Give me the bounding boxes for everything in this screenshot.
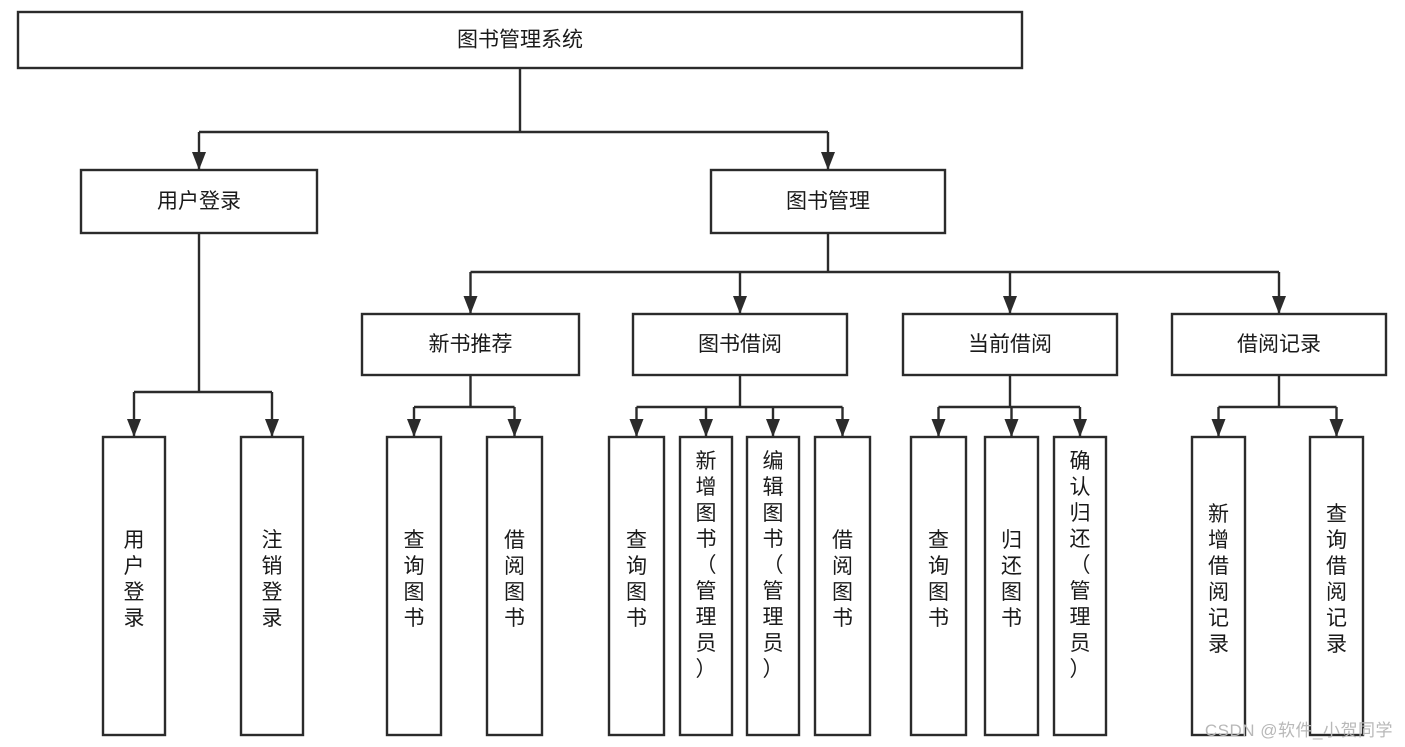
node-label: 查询图书 — [928, 529, 949, 630]
node-leaf-logout-login[interactable]: 注销登录 — [239, 435, 305, 737]
edge-group-current-borrow — [931, 375, 1087, 437]
node-label: 借阅图书 — [832, 529, 853, 630]
node-leaf-borrow-book-rec[interactable]: 借阅图书 — [485, 435, 544, 737]
arrow-head-icon — [1211, 419, 1226, 437]
arrow-head-icon — [192, 152, 206, 170]
node-leaf-query-book-rec[interactable]: 查询图书 — [385, 435, 443, 737]
nodes-layer: 图书管理系统用户登录图书管理新书推荐图书借阅当前借阅借阅记录用户登录注销登录查询… — [16, 10, 1388, 737]
node-label: 新增图书（管理员） — [696, 450, 717, 681]
edge-group-user-login — [127, 233, 279, 437]
edge-group-root — [192, 68, 835, 170]
node-box[interactable] — [983, 435, 1040, 737]
node-leaf-user-login[interactable]: 用户登录 — [101, 435, 167, 737]
node-box[interactable] — [239, 435, 305, 737]
node-label: 查询图书 — [404, 529, 425, 630]
node-box[interactable] — [745, 435, 801, 737]
node-new-book-rec[interactable]: 新书推荐 — [360, 312, 581, 377]
node-label: 借阅记录 — [1237, 333, 1321, 356]
node-box[interactable] — [1170, 312, 1388, 377]
connectors-layer — [127, 68, 1344, 437]
node-box[interactable] — [16, 10, 1024, 70]
node-user-login[interactable]: 用户登录 — [79, 168, 319, 235]
arrow-head-icon — [463, 296, 478, 314]
node-box[interactable] — [1190, 435, 1247, 737]
arrow-head-icon — [407, 419, 421, 437]
edge-group-book-manage — [463, 233, 1286, 314]
node-label: 查询图书 — [626, 529, 647, 630]
node-leaf-query-book-borrow[interactable]: 查询图书 — [607, 435, 666, 737]
node-book-manage[interactable]: 图书管理 — [709, 168, 947, 235]
node-leaf-query-borrow-record[interactable]: 查询借阅记录 — [1308, 435, 1365, 737]
node-leaf-add-borrow-record[interactable]: 新增借阅记录 — [1190, 435, 1247, 737]
node-leaf-edit-book-admin[interactable]: 编辑图书（管理员） — [745, 435, 801, 737]
node-label: 查询借阅记录 — [1326, 503, 1347, 656]
node-leaf-confirm-return-admin[interactable]: 确认归还（管理员） — [1052, 435, 1108, 737]
arrow-head-icon — [1003, 296, 1017, 314]
node-box[interactable] — [631, 312, 849, 377]
node-label: 新增借阅记录 — [1208, 503, 1229, 656]
node-box[interactable] — [678, 435, 734, 737]
arrow-head-icon — [1004, 419, 1019, 437]
node-box[interactable] — [909, 435, 968, 737]
node-label: 用户登录 — [157, 190, 241, 213]
node-box[interactable] — [901, 312, 1119, 377]
node-label: 图书管理 — [786, 190, 870, 213]
node-label: 用户登录 — [124, 529, 145, 630]
node-label: 注销登录 — [262, 529, 283, 630]
arrow-head-icon — [931, 419, 946, 437]
arrow-head-icon — [507, 419, 522, 437]
node-current-borrow[interactable]: 当前借阅 — [901, 312, 1119, 377]
node-book-borrow[interactable]: 图书借阅 — [631, 312, 849, 377]
node-box[interactable] — [385, 435, 443, 737]
edge-group-new-book-rec — [407, 375, 522, 437]
arrow-head-icon — [821, 152, 835, 170]
node-box[interactable] — [360, 312, 581, 377]
node-label: 图书管理系统 — [457, 29, 583, 52]
edge-group-borrow-record — [1211, 375, 1344, 437]
node-leaf-borrow-book[interactable]: 借阅图书 — [813, 435, 872, 737]
node-label: 当前借阅 — [968, 333, 1052, 356]
node-box[interactable] — [1308, 435, 1365, 737]
arrow-head-icon — [835, 419, 850, 437]
arrow-head-icon — [1272, 296, 1286, 314]
node-box[interactable] — [813, 435, 872, 737]
arrow-head-icon — [1073, 419, 1087, 437]
arrow-head-icon — [733, 296, 747, 314]
node-label: 借阅图书 — [504, 529, 525, 630]
arrow-head-icon — [265, 419, 279, 437]
node-leaf-return-book[interactable]: 归还图书 — [983, 435, 1040, 737]
node-leaf-query-book-current[interactable]: 查询图书 — [909, 435, 968, 737]
node-label: 归还图书 — [1001, 529, 1022, 630]
node-box[interactable] — [709, 168, 947, 235]
node-box[interactable] — [79, 168, 319, 235]
node-box[interactable] — [101, 435, 167, 737]
arrow-head-icon — [766, 419, 780, 437]
node-leaf-add-book-admin[interactable]: 新增图书（管理员） — [678, 435, 734, 737]
node-label: 图书借阅 — [698, 333, 782, 356]
arrow-head-icon — [629, 419, 644, 437]
node-label: 新书推荐 — [429, 333, 513, 356]
node-box[interactable] — [607, 435, 666, 737]
node-box[interactable] — [485, 435, 544, 737]
arrow-head-icon — [1329, 419, 1344, 437]
node-borrow-record[interactable]: 借阅记录 — [1170, 312, 1388, 377]
edge-group-book-borrow — [629, 375, 850, 437]
arrow-head-icon — [699, 419, 713, 437]
node-label: 确认归还（管理员） — [1070, 450, 1091, 681]
arrow-head-icon — [127, 419, 141, 437]
node-box[interactable] — [1052, 435, 1108, 737]
node-label: 编辑图书（管理员） — [763, 450, 784, 681]
node-root[interactable]: 图书管理系统 — [16, 10, 1024, 70]
